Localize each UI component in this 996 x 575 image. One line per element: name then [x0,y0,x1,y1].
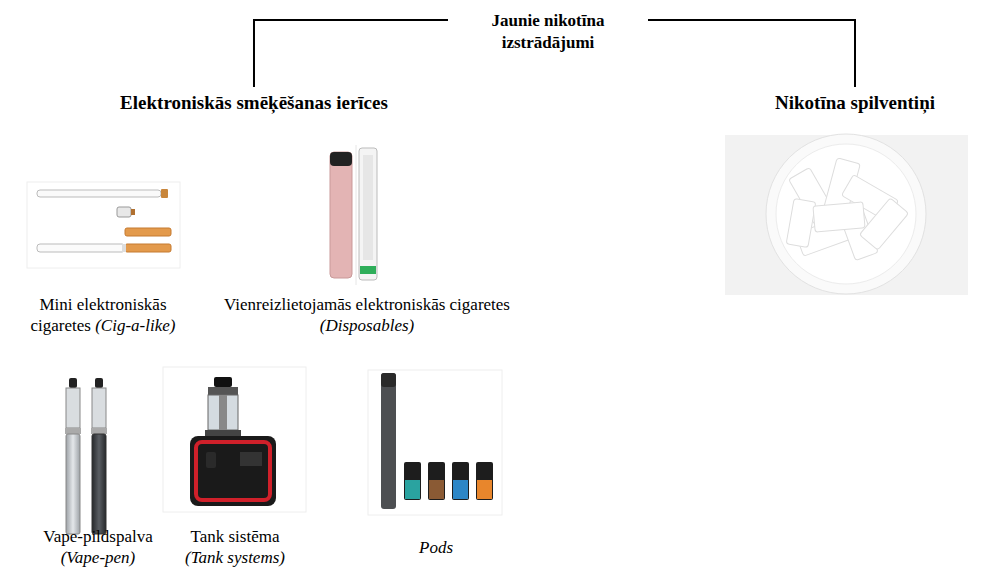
branch-heading: Elektroniskās smēķēšanas ierīces [114,87,394,119]
cig-a-like-picture [27,182,180,268]
caption-text: Pods [419,538,453,557]
cig-a-like-picture [125,228,171,236]
disposables-picture [360,266,376,274]
pods-picture [405,480,420,499]
tank-system-picture [208,387,238,395]
tank-system-picture [190,436,276,506]
pods-picture [428,462,445,500]
cig-a-like-picture [37,244,125,252]
caption-text: (Tank systems) [155,547,315,568]
cig-a-like-picture [37,190,161,197]
disposables-picture [363,155,373,260]
vape-pen-picture [65,428,81,434]
node-text: Jaunie nikotīna izstrādājumi [473,10,623,54]
caption: Tank sistēma(Tank systems) [155,526,315,568]
vape-pen-picture [95,378,103,388]
pods-picture [453,480,468,499]
pods-picture [381,373,396,387]
pods-picture [429,480,444,499]
nicotine-pouches-picture [786,198,816,247]
pods-picture [368,370,502,515]
pods-picture [476,462,493,500]
root-box: Jaunie nikotīna izstrādājumi [448,6,648,58]
cig-a-like-picture [117,207,131,217]
nicotine-pouches-picture [776,144,916,284]
caption: Vienreizlietojamās elektroniskās cigaret… [222,294,512,336]
caption-text: Vienreizlietojamās elektroniskās cigaret… [224,295,510,314]
nicotine-pouches-picture [725,134,968,295]
tank-system-picture [206,452,216,468]
caption-text: Tank sistēma [191,527,280,546]
pods-picture [381,373,396,509]
pods-picture [404,462,421,500]
cig-a-like-picture [122,244,126,252]
disposables-picture [359,148,377,280]
tank-system-picture [240,452,262,466]
nicotine-pouches-picture [766,134,926,294]
caption: Vape-pildspalva(Vape-pen) [23,526,173,568]
vape-pen-picture [92,388,106,428]
tank-system-picture [163,367,306,512]
disposables-picture [356,145,357,285]
caption-text: (Disposables) [320,316,414,335]
branch-heading: Nikotīna spilventiņi [769,87,941,119]
caption: Pods [396,537,476,558]
connector [254,20,448,87]
cig-a-like-picture [131,209,135,215]
node-text: Elektroniskās smēķēšanas ierīces [120,91,388,115]
caption: Mini elektroniskās cigaretes (Cig-a-like… [8,294,198,336]
tank-system-picture [196,442,270,500]
connector [648,20,855,87]
nicotine-pouches-picture [859,198,908,250]
disposables-picture [330,152,352,166]
vape-pen-picture [69,378,77,388]
node-text: Nikotīna spilventiņi [775,91,935,115]
caption-text: (Cig-a-like) [95,316,175,335]
nicotine-pouches-picture [725,135,968,295]
cig-a-like-picture [161,189,168,198]
vape-pen-picture [91,428,107,434]
vape-pen-picture [66,388,80,428]
caption-text: Vape-pildspalva [43,527,153,546]
disposables-picture [330,145,377,285]
vape-pen-picture [65,378,107,534]
cig-a-like-picture [27,182,180,268]
nicotine-pouches-picture [813,202,865,232]
cig-a-like-picture [125,244,171,252]
tank-system-picture [205,430,241,436]
tank-system-picture [214,377,232,387]
pods-picture [477,480,492,499]
caption-text: (Vape-pen) [23,547,173,568]
tank-system-picture [219,395,227,430]
tank-system-picture [208,395,238,430]
pods-picture [452,462,469,500]
tank-system-picture [163,367,306,512]
pods-picture [368,370,502,515]
disposables-picture [330,152,352,278]
vape-pen-picture [92,434,106,534]
vape-pen-picture [66,434,80,534]
